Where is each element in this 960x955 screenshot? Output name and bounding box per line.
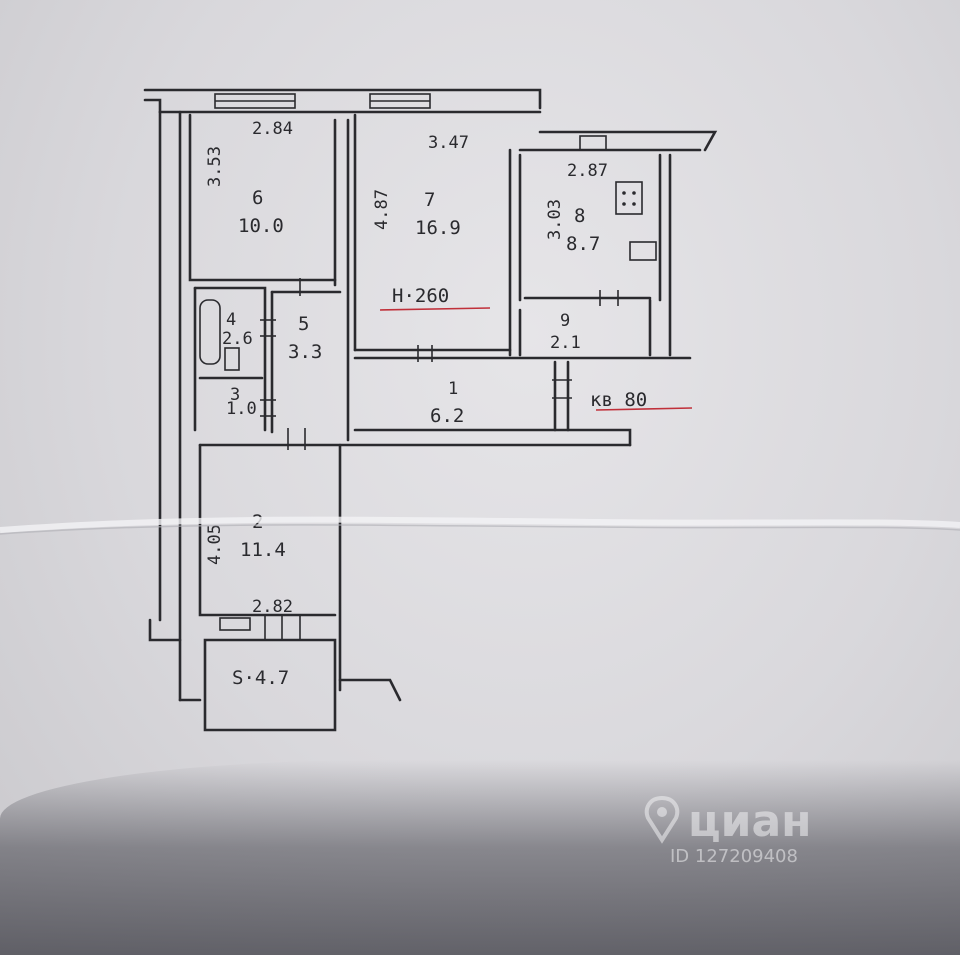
room-2-depth: 4.05 — [205, 524, 225, 565]
room-6-depth: 3.53 — [205, 146, 225, 187]
balcony-area: S·4.7 — [232, 667, 289, 689]
room-4-number: 4 — [226, 310, 236, 330]
hand-shadow — [0, 760, 960, 955]
ceiling-height-underline — [379, 307, 491, 311]
watermark-id: ID 127209408 — [670, 846, 798, 867]
room-7-number: 7 — [424, 189, 435, 211]
walls — [143, 88, 718, 732]
paper-fold-shadow — [0, 524, 960, 535]
room-2-area: 11.4 — [240, 539, 286, 561]
room-8-depth: 3.03 — [545, 199, 565, 240]
room-6-area: 10.0 — [238, 215, 284, 237]
location-pin-icon — [644, 795, 680, 844]
room-8-width: 2.87 — [567, 161, 608, 181]
room-1-area: 6.2 — [430, 405, 464, 427]
room-7-width: 3.47 — [428, 133, 469, 153]
watermark-brand: циан — [688, 796, 812, 847]
room-6-number: 6 — [252, 187, 263, 209]
apartment-number: кв 80 — [590, 389, 647, 411]
room-3-number: 3 — [230, 385, 240, 405]
room-3-area: 1.0 — [226, 399, 257, 419]
room-7-area: 16.9 — [415, 217, 461, 239]
room-5-number: 5 — [298, 313, 309, 335]
room-7-depth: 4.87 — [372, 189, 392, 230]
room-9-number: 9 — [560, 311, 570, 331]
watermark: циан ID 127209408 — [644, 795, 812, 867]
room-2-width: 2.82 — [252, 597, 293, 617]
room-5-area: 3.3 — [288, 341, 322, 363]
room-9-area: 2.1 — [550, 333, 581, 353]
room-6-width: 2.84 — [252, 119, 293, 139]
apartment-underline — [595, 407, 693, 411]
ceiling-height: H·260 — [392, 285, 449, 307]
room-8-area: 8.7 — [566, 233, 600, 255]
room-1-number: 1 — [448, 379, 458, 399]
paper-fold — [0, 516, 960, 533]
room-8-number: 8 — [574, 205, 585, 227]
room-4-area: 2.6 — [222, 329, 253, 349]
